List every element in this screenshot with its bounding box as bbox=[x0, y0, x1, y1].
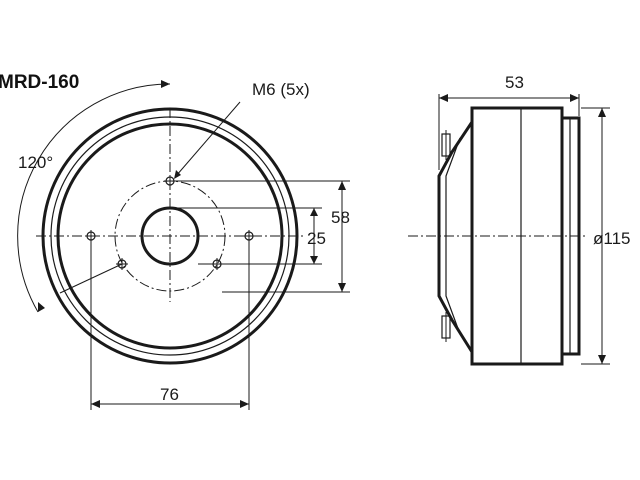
dim-dia-label: ø115 bbox=[593, 229, 631, 248]
dim-53-label: 53 bbox=[505, 73, 524, 92]
dim-25-label: 25 bbox=[307, 229, 326, 248]
angle-label: 120° bbox=[18, 153, 53, 172]
dim-58-label: 58 bbox=[331, 208, 350, 227]
model-title: MRD-160 bbox=[0, 72, 79, 93]
thread-label: M6 (5x) bbox=[252, 80, 310, 99]
dim-76-label: 76 bbox=[160, 385, 179, 404]
side-view: 53 ø115 bbox=[408, 73, 631, 366]
angle-arrow-top bbox=[161, 80, 170, 88]
front-view: 120° M6 (5x) 58 25 76 bbox=[17, 80, 350, 410]
thread-arrow bbox=[174, 170, 181, 179]
angle-arc bbox=[17, 83, 171, 313]
thread-leader bbox=[175, 101, 241, 177]
angle-arrow-bottom bbox=[38, 302, 45, 312]
back-cap-inner bbox=[445, 137, 461, 335]
back-cap-outline bbox=[437, 121, 474, 353]
